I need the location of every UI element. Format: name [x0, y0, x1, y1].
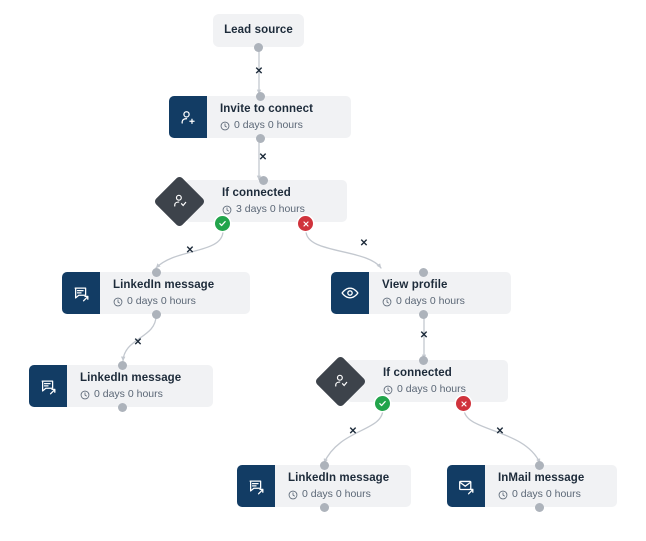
edge-delete-condition2-yes[interactable]: ✕	[348, 426, 358, 437]
node-if-connected-1-background	[185, 180, 347, 222]
chat-bubble-arrow-icon	[62, 272, 100, 314]
chat-bubble-arrow-icon	[237, 465, 275, 507]
clock-icon	[220, 121, 230, 131]
port-out-view-profile[interactable]	[419, 309, 428, 319]
node-linkedin-message-3-duration: 0 days 0 hours	[288, 488, 399, 501]
node-linkedin-message-2-duration-text: 0 days 0 hours	[94, 388, 163, 400]
clock-icon	[113, 297, 123, 307]
person-plus-icon	[169, 96, 207, 138]
node-linkedin-message-2-title: LinkedIn message	[80, 372, 182, 384]
node-if-connected-1-title: If connected	[222, 187, 291, 199]
port-in-linkedin-message-3[interactable]	[320, 460, 329, 470]
node-invite-to-connect-duration: 0 days 0 hours	[220, 119, 339, 132]
eye-icon	[331, 272, 369, 314]
port-out-lead-source[interactable]	[254, 42, 263, 52]
clock-icon	[222, 205, 232, 215]
branch-badge-no-if-connected-2[interactable]	[456, 396, 471, 411]
node-inmail-message-title: InMail message	[498, 472, 585, 484]
node-inmail-message-duration: 0 days 0 hours	[498, 488, 605, 501]
node-inmail-message-body: InMail message 0 days 0 hours	[485, 465, 617, 507]
port-out-linkedin-message-3[interactable]	[320, 502, 329, 512]
node-view-profile-duration: 0 days 0 hours	[382, 295, 499, 308]
node-if-connected-2-duration: 0 days 0 hours	[383, 383, 496, 396]
node-linkedin-message-1-title: LinkedIn message	[113, 279, 215, 291]
clock-icon	[383, 385, 393, 395]
node-view-profile-duration-text: 0 days 0 hours	[396, 295, 465, 307]
port-in-linkedin-message-1[interactable]	[152, 267, 161, 277]
port-out-inmail-message[interactable]	[535, 502, 544, 512]
port-out-linkedin-message-1[interactable]	[152, 309, 161, 319]
edge-delete-lead-to-invite[interactable]: ✕	[254, 66, 264, 77]
edge-delete-condition1-yes[interactable]: ✕	[185, 245, 195, 256]
clock-icon	[382, 297, 392, 307]
node-linkedin-message-3[interactable]: LinkedIn message 0 days 0 hours	[237, 460, 411, 512]
node-if-connected-1-duration: 3 days 0 hours	[222, 203, 335, 216]
port-in-if-connected-2[interactable]	[419, 355, 428, 365]
node-invite-to-connect[interactable]: Invite to connect 0 days 0 hours	[169, 91, 351, 143]
node-linkedin-message-2-body: LinkedIn message 0 days 0 hours	[67, 365, 213, 407]
node-linkedin-message-2[interactable]: LinkedIn message 0 days 0 hours	[29, 360, 213, 412]
node-view-profile[interactable]: View profile 0 days 0 hours	[331, 267, 511, 319]
envelope-arrow-icon	[447, 465, 485, 507]
node-if-connected-1-duration-text: 3 days 0 hours	[236, 203, 305, 215]
chat-bubble-arrow-icon	[29, 365, 67, 407]
node-linkedin-message-2-duration: 0 days 0 hours	[80, 388, 201, 401]
edge-delete-condition2-no[interactable]: ✕	[495, 426, 505, 437]
port-in-inmail-message[interactable]	[535, 460, 544, 470]
edge-delete-invite-to-condition[interactable]: ✕	[258, 152, 268, 163]
person-check-icon	[322, 363, 359, 400]
node-inmail-message-duration-text: 0 days 0 hours	[512, 488, 581, 500]
node-invite-to-connect-body: Invite to connect 0 days 0 hours	[207, 96, 351, 138]
branch-badge-no-if-connected-1[interactable]	[298, 216, 313, 231]
node-if-connected-2-body: If connected 0 days 0 hours	[370, 360, 508, 402]
node-lead-source-title: Lead source	[224, 24, 293, 36]
node-inmail-message[interactable]: InMail message 0 days 0 hours	[447, 460, 617, 512]
node-view-profile-title: View profile	[382, 279, 448, 291]
port-out-linkedin-message-2[interactable]	[118, 402, 127, 412]
port-in-if-connected-1[interactable]	[259, 175, 268, 185]
node-linkedin-message-1-duration: 0 days 0 hours	[113, 295, 238, 308]
node-if-connected-2-duration-text: 0 days 0 hours	[397, 383, 466, 395]
node-lead-source[interactable]: Lead source	[213, 14, 304, 52]
node-linkedin-message-3-title: LinkedIn message	[288, 472, 390, 484]
node-if-connected-2-background	[346, 360, 508, 402]
node-invite-to-connect-title: Invite to connect	[220, 103, 314, 115]
branch-badge-yes-if-connected-1[interactable]	[215, 216, 230, 231]
person-check-icon	[161, 183, 198, 220]
clock-icon	[80, 390, 90, 400]
node-linkedin-message-3-duration-text: 0 days 0 hours	[302, 488, 371, 500]
node-linkedin-message-3-body: LinkedIn message 0 days 0 hours	[275, 465, 411, 507]
node-if-connected-1[interactable]: If connected 3 days 0 hours	[153, 174, 347, 231]
edge-delete-message1-to-message2[interactable]: ✕	[133, 337, 143, 348]
port-in-linkedin-message-2[interactable]	[118, 360, 127, 370]
branch-badge-yes-if-connected-2[interactable]	[375, 396, 390, 411]
port-in-invite-to-connect[interactable]	[255, 91, 265, 101]
port-in-view-profile[interactable]	[419, 267, 428, 277]
clock-icon	[498, 490, 508, 500]
edge-delete-viewprofile-to-condition2[interactable]: ✕	[419, 330, 429, 341]
node-linkedin-message-1[interactable]: LinkedIn message 0 days 0 hours	[62, 267, 250, 319]
node-if-connected-1-body: If connected 3 days 0 hours	[209, 180, 347, 222]
node-if-connected-2-title: If connected	[383, 367, 452, 379]
node-linkedin-message-1-duration-text: 0 days 0 hours	[127, 295, 196, 307]
node-linkedin-message-1-body: LinkedIn message 0 days 0 hours	[100, 272, 250, 314]
node-invite-to-connect-duration-text: 0 days 0 hours	[234, 119, 303, 131]
clock-icon	[288, 490, 298, 500]
port-out-invite-to-connect[interactable]	[255, 133, 265, 143]
node-if-connected-2[interactable]: If connected 0 days 0 hours	[314, 354, 508, 411]
edge-delete-condition1-no[interactable]: ✕	[359, 238, 369, 249]
node-view-profile-body: View profile 0 days 0 hours	[369, 272, 511, 314]
